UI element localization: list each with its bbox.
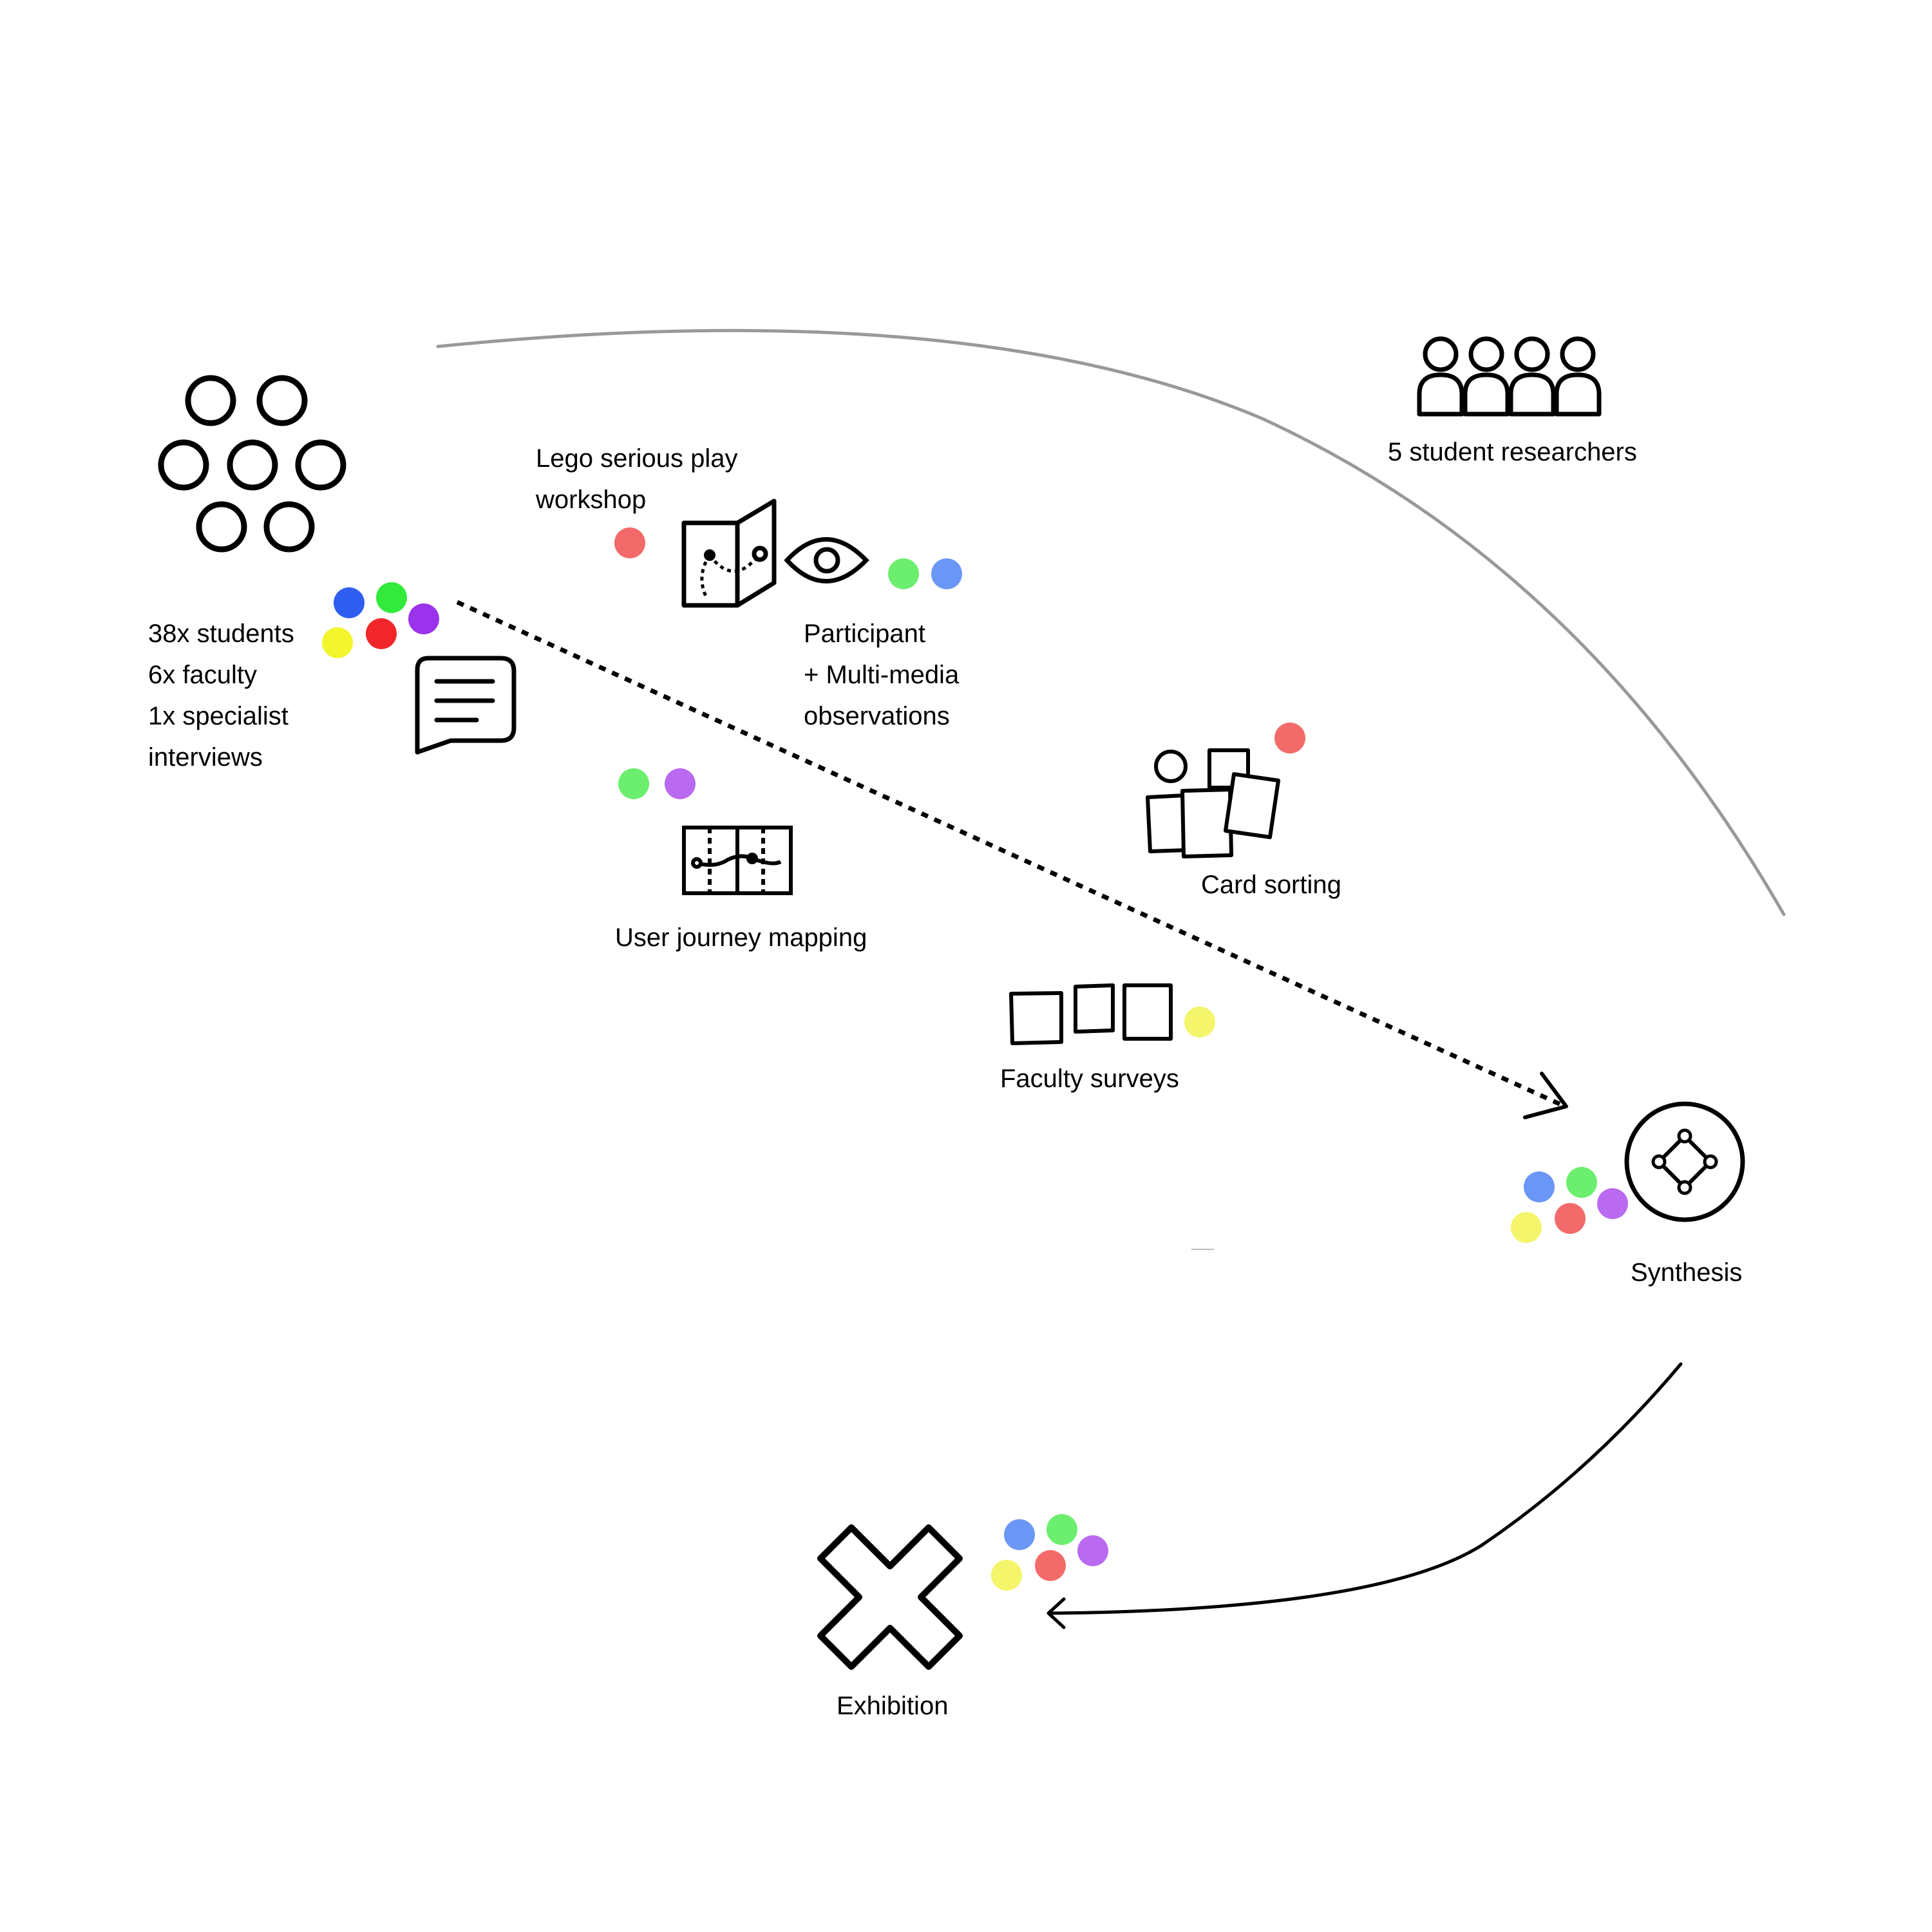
group-of-people-icon — [1417, 336, 1602, 417]
dot-purple — [1597, 1188, 1628, 1219]
participants-circles-icon — [158, 375, 346, 553]
dot-green — [888, 558, 919, 589]
dots-interviews — [322, 582, 439, 658]
dot-purple — [1077, 1535, 1108, 1566]
lego-label: Lego serious play workshop — [536, 438, 738, 520]
dot-red — [366, 618, 397, 649]
lego-line-2: workshop — [536, 486, 647, 514]
dots-surveys — [1184, 1007, 1215, 1037]
folded-map-icon — [681, 498, 777, 608]
dot-yellow — [322, 627, 353, 658]
cross-icon — [817, 1524, 963, 1670]
observation-line-2: + Multi-media — [804, 661, 960, 689]
dot-green — [376, 582, 407, 613]
interviews-line-4: interviews — [148, 743, 263, 772]
synthesis-label: Synthesis — [1631, 1252, 1742, 1293]
survey-sheets-icon — [1009, 983, 1173, 1045]
dot-yellow — [991, 1560, 1022, 1591]
researchers-label: 5 student researchers — [1388, 431, 1637, 473]
journey-map-icon — [682, 826, 793, 895]
dots-lego — [614, 527, 645, 558]
dot-red — [1274, 723, 1305, 753]
interviews-label: 38x students 6x faculty 1x specialist in… — [148, 613, 294, 778]
observation-label: Participant + Multi-media observations — [804, 613, 959, 737]
dot-red — [1555, 1203, 1586, 1234]
research-to-synthesis-arrow — [456, 600, 1568, 1119]
eye-icon — [784, 537, 869, 583]
dot-red — [614, 527, 645, 558]
exhibition-line-1: Exhibition — [837, 1692, 949, 1720]
dot-red — [1035, 1550, 1066, 1581]
lego-line-1: Lego serious play — [536, 444, 738, 473]
dot-blue — [931, 558, 962, 589]
speech-bubble-icon — [415, 656, 516, 755]
dots-synthesis — [1511, 1167, 1628, 1243]
interviews-line-1: 38x students — [148, 620, 294, 648]
dots-observation — [888, 558, 962, 589]
dot-blue — [1524, 1171, 1555, 1202]
surveys-line-1: Faculty surveys — [1000, 1065, 1179, 1093]
interviews-line-2: 6x faculty — [148, 661, 257, 689]
journey-label: User journey mapping — [615, 917, 867, 958]
overarching-arc — [436, 328, 1786, 916]
arrow-head-icon — [1523, 1072, 1568, 1119]
dot-green — [618, 768, 649, 799]
dot-green — [1566, 1167, 1597, 1198]
dot-blue — [334, 587, 365, 618]
surveys-label: Faculty surveys — [1000, 1058, 1179, 1099]
card-sorting-line-1: Card sorting — [1201, 871, 1341, 899]
dot-blue — [1004, 1519, 1035, 1550]
card-sorting-label: Card sorting — [1201, 864, 1341, 905]
interviews-line-3: 1x specialist — [148, 702, 289, 730]
dots-exhibition — [991, 1514, 1108, 1591]
dot-yellow — [1511, 1212, 1542, 1243]
synthesis-to-exhibition-arrow — [1046, 1362, 1683, 1629]
dot-green — [1046, 1514, 1077, 1545]
dots-card-sorting — [1274, 723, 1305, 753]
dot-purple — [665, 768, 696, 799]
dots-journey — [618, 768, 696, 799]
exhibition-label: Exhibition — [837, 1685, 948, 1727]
dot-purple — [408, 603, 439, 634]
journey-line-1: User journey mapping — [615, 923, 867, 952]
synthesis-line-1: Synthesis — [1631, 1258, 1743, 1287]
observation-line-1: Participant — [804, 620, 925, 648]
arrow-head-icon — [1046, 1597, 1066, 1629]
card-sorting-icon — [1146, 748, 1280, 858]
observation-line-3: observations — [804, 702, 950, 730]
synthesis-network-icon — [1624, 1101, 1745, 1222]
researchers-line-1: 5 student researchers — [1388, 438, 1637, 466]
dot-yellow — [1184, 1007, 1215, 1037]
